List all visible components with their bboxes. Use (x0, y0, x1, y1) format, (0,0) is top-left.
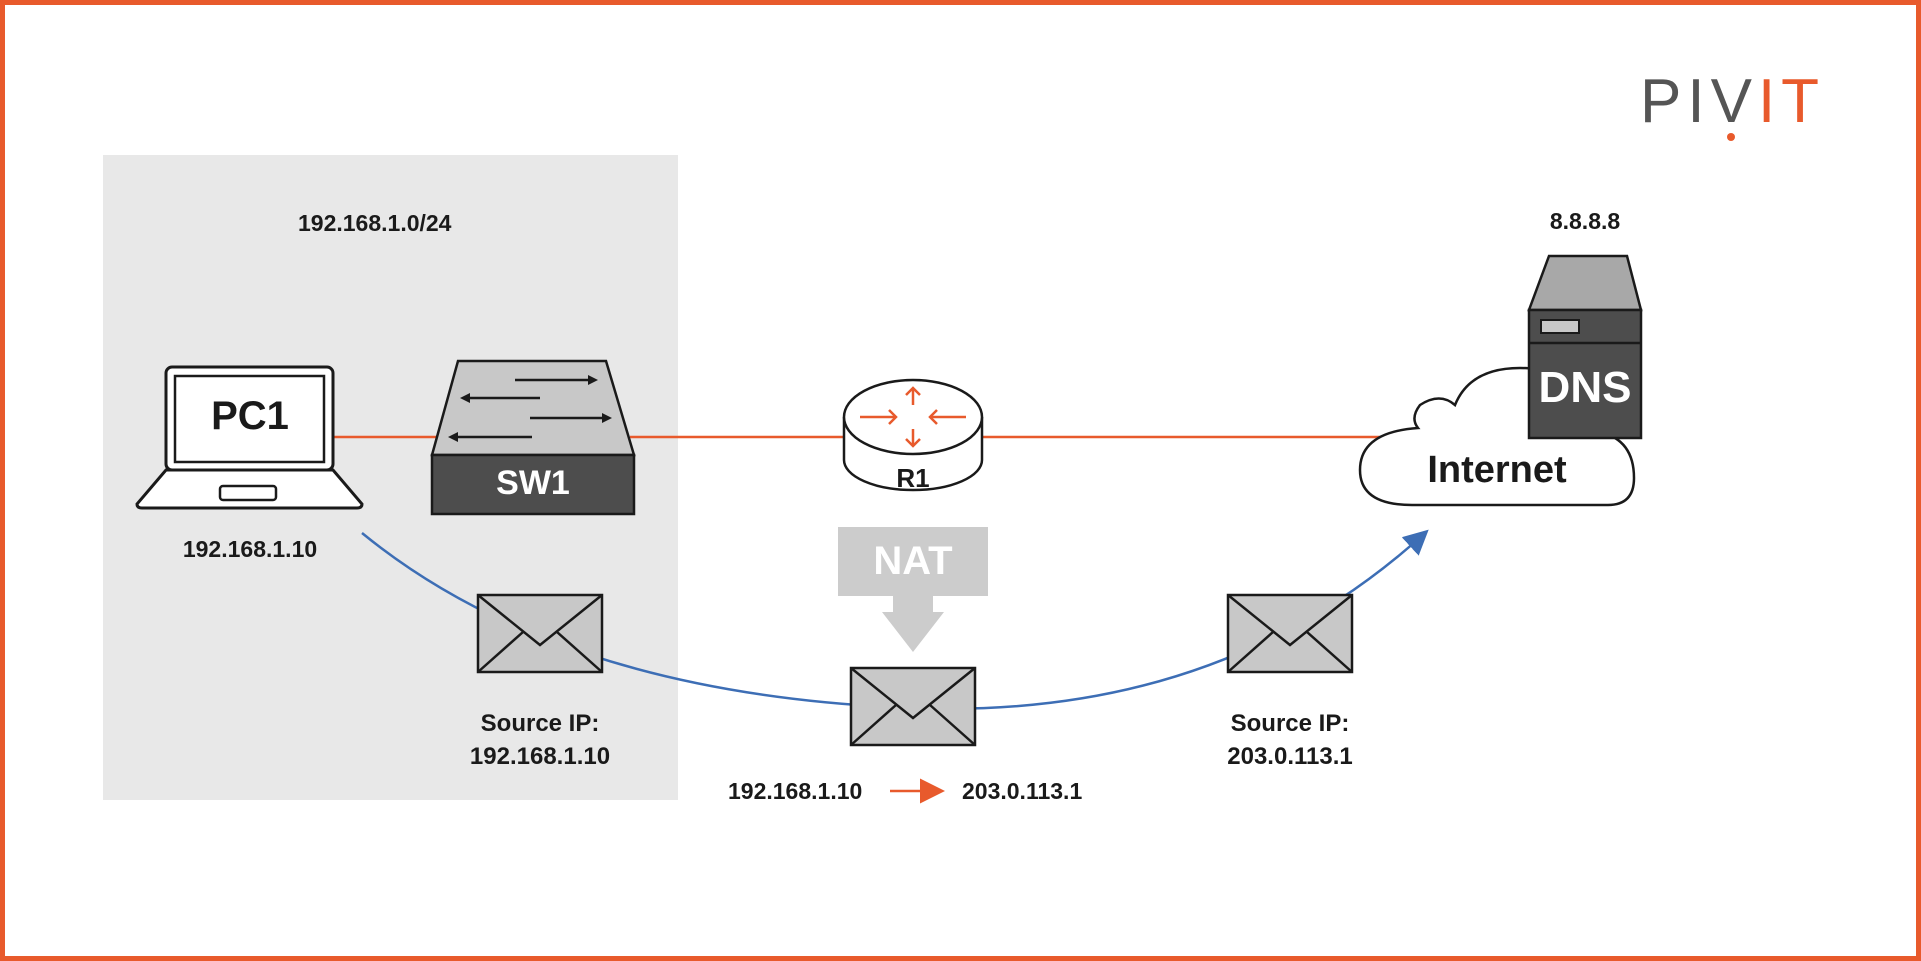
packet-wan-source-ip: 203.0.113.1 (1227, 743, 1353, 770)
nat-label: NAT (873, 539, 953, 583)
packet-wan-source-label: Source IP: (1230, 710, 1350, 737)
logo-dot (1727, 133, 1735, 141)
switch-icon (430, 359, 636, 516)
switch-name-label: SW1 (496, 464, 570, 502)
pivit-logo: PIVIT (1640, 66, 1825, 137)
envelope-icon-nat (849, 666, 977, 747)
packet-wan-caption: Source IP: 203.0.113.1 (1227, 707, 1352, 773)
logo-prefix: PIV (1640, 67, 1758, 136)
envelope-icon-wan (1226, 593, 1354, 674)
packet-lan-source-label: Source IP: (480, 710, 600, 737)
dns-ip-label: 8.8.8.8 (1549, 208, 1621, 234)
pc-name-label: PC1 (211, 394, 289, 438)
pc-ip-label: 192.168.1.10 (182, 536, 318, 562)
internet-label: Internet (1427, 449, 1567, 491)
lan-subnet-label: 192.168.1.0/24 (298, 210, 452, 236)
router-name-label: R1 (896, 463, 930, 493)
nat-translation-from: 192.168.1.10 (728, 778, 863, 804)
laptop-icon (135, 365, 364, 510)
logo-accent: IT (1757, 67, 1826, 136)
dns-name-label: DNS (1538, 363, 1632, 412)
nat-translation-to: 203.0.113.1 (962, 778, 1083, 804)
nat-indicator (838, 527, 988, 652)
packet-lan-source-ip: 192.168.1.10 (469, 743, 611, 770)
packet-lan-caption: Source IP: 192.168.1.10 (470, 707, 610, 773)
router-icon (842, 378, 984, 492)
envelope-icon-lan (476, 593, 604, 674)
dns-server-icon (1527, 254, 1643, 440)
